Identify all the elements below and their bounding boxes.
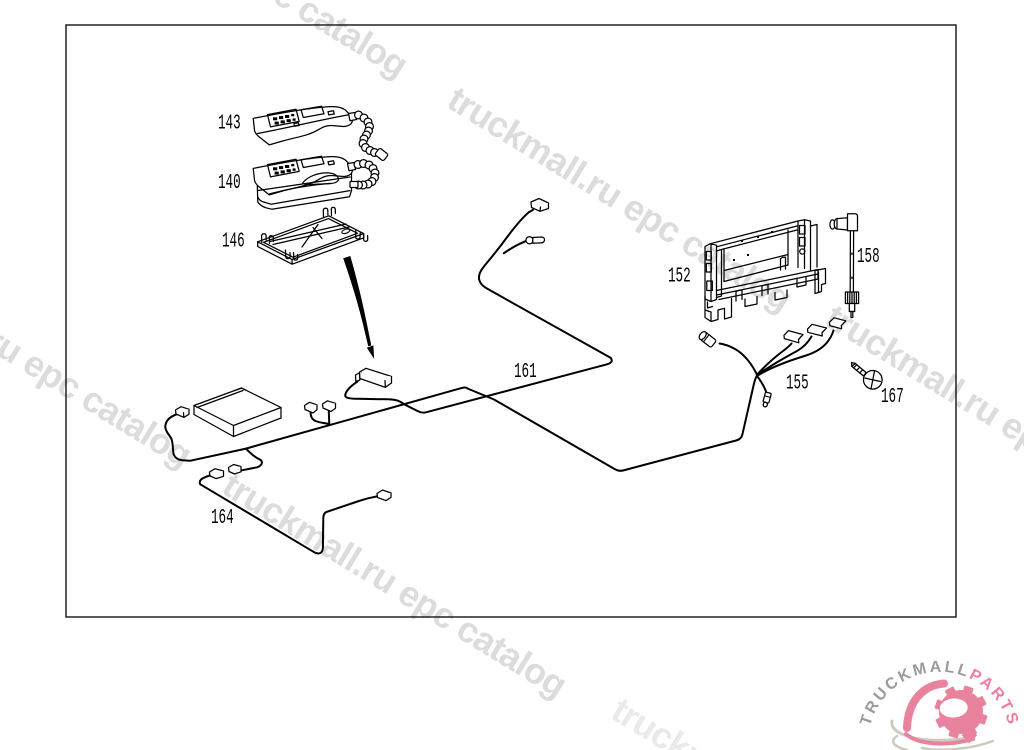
svg-text:140: 140 (218, 172, 241, 195)
svg-text:164: 164 (211, 507, 234, 530)
svg-text:152: 152 (668, 266, 691, 289)
svg-text:161: 161 (514, 361, 537, 384)
svg-text:146: 146 (222, 231, 245, 254)
svg-text:158: 158 (857, 246, 880, 269)
svg-text:167: 167 (881, 386, 904, 409)
svg-text:143: 143 (218, 113, 241, 136)
svg-text:155: 155 (786, 373, 809, 396)
